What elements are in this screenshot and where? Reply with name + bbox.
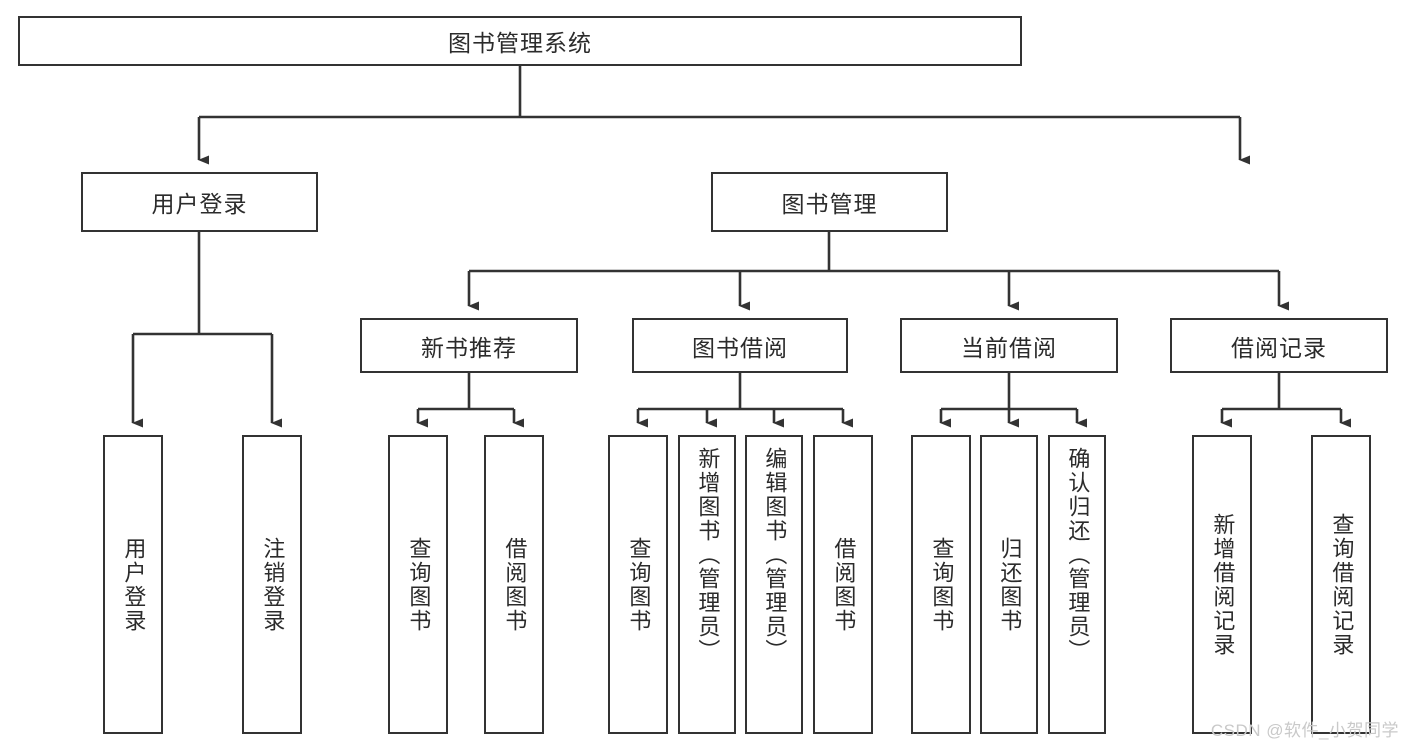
leaf-return-book[interactable]: 归还图书 — [980, 435, 1038, 734]
leaf-borrow-book-recommend[interactable]: 借阅图书 — [484, 435, 544, 734]
node-current-borrow[interactable]: 当前借阅 — [900, 318, 1118, 373]
leaf-user-logout[interactable]: 注销登录 — [242, 435, 302, 734]
csdn-watermark: CSDN @软件_小贺同学 — [1210, 721, 1399, 740]
leaf-query-borrow-record[interactable]: 查询借阅记录 — [1311, 435, 1371, 734]
leaf-query-book-recommend[interactable]: 查询图书 — [388, 435, 448, 734]
leaf-add-borrow-record[interactable]: 新增借阅记录 — [1192, 435, 1252, 734]
node-root-system[interactable]: 图书管理系统 — [18, 16, 1022, 66]
leaf-add-book-admin[interactable]: 新增图书（管理员） — [678, 435, 736, 734]
leaf-confirm-return-admin[interactable]: 确认归还（管理员） — [1048, 435, 1106, 734]
node-borrow-record[interactable]: 借阅记录 — [1170, 318, 1388, 373]
node-user-login[interactable]: 用户登录 — [81, 172, 318, 232]
leaf-query-book-current[interactable]: 查询图书 — [911, 435, 971, 734]
node-new-book-recommend[interactable]: 新书推荐 — [360, 318, 578, 373]
node-book-borrow[interactable]: 图书借阅 — [632, 318, 848, 373]
node-book-management[interactable]: 图书管理 — [711, 172, 948, 232]
leaf-borrow-book[interactable]: 借阅图书 — [813, 435, 873, 734]
leaf-edit-book-admin[interactable]: 编辑图书（管理员） — [745, 435, 803, 734]
leaf-user-login[interactable]: 用户登录 — [103, 435, 163, 734]
leaf-query-book-borrow[interactable]: 查询图书 — [608, 435, 668, 734]
